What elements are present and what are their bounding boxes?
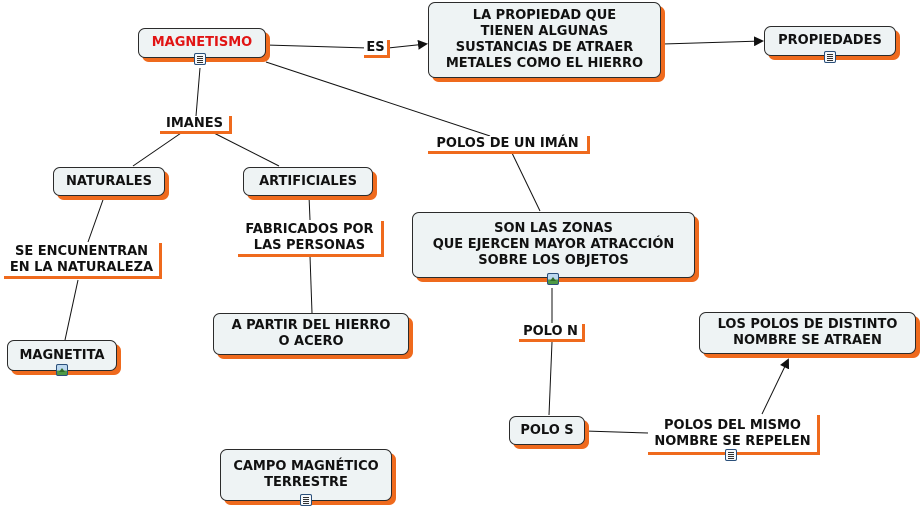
link-definicion-propiedades [662,36,764,47]
phrase-es[interactable]: ES [364,40,390,58]
link-polo-s-mismo [584,430,649,434]
link-magnetismo-imanes [195,67,201,117]
link-imanes-artificiales [209,130,280,167]
concept-magnetita[interactable]: MAGNETITA [7,340,117,371]
phrase-polos-de-un-iman[interactable]: POLOS DE UN IMÁN [428,136,590,154]
link-magnetismo-es [265,44,369,49]
concept-hierro-acero[interactable]: A PARTIR DEL HIERRO O ACERO [213,313,409,355]
link-fabricados-hierro [309,255,313,314]
concept-definicion[interactable]: LA PROPIEDAD QUE TIENEN ALGUNAS SUSTANCI… [428,2,661,78]
concept-magnetismo[interactable]: MAGNETISMO [138,28,266,58]
concept-zonas[interactable]: SON LAS ZONAS QUE EJERCEN MAYOR ATRACCIÓ… [412,212,695,278]
link-mismo-distinto [761,358,790,415]
concept-naturales[interactable]: NATURALES [53,167,165,196]
link-es-definicion [387,39,428,50]
link-artificiales-fabricados [308,195,311,221]
link-naturales-se-encuentran [87,196,105,243]
link-magnetismo-polos [265,61,491,137]
phrase-imanes[interactable]: IMANES [160,116,232,134]
document-icon[interactable] [725,449,737,461]
phrase-se-encuentran[interactable]: SE ENCUNENTRAN EN LA NATURALEZA [4,243,162,279]
concept-polos-distinto[interactable]: LOS POLOS DE DISTINTO NOMBRE SE ATRAEN [699,312,916,354]
image-icon[interactable] [56,364,68,376]
document-icon[interactable] [194,53,206,65]
concept-artificiales[interactable]: ARTIFICIALES [243,167,373,196]
phrase-fabricados[interactable]: FABRICADOS POR LAS PERSONAS [238,221,384,257]
concept-polo-s[interactable]: POLO S [509,416,585,445]
document-icon[interactable] [824,51,836,63]
link-se-encuentran-magnetita [64,279,79,341]
image-icon[interactable] [547,273,559,285]
concept-propiedades[interactable]: PROPIEDADES [764,26,896,56]
link-polo-n-polo-s [548,341,553,416]
link-polos-zonas [511,152,541,212]
link-imanes-naturales [132,130,185,167]
document-icon[interactable] [300,494,312,506]
phrase-polo-n[interactable]: POLO N [519,324,585,342]
